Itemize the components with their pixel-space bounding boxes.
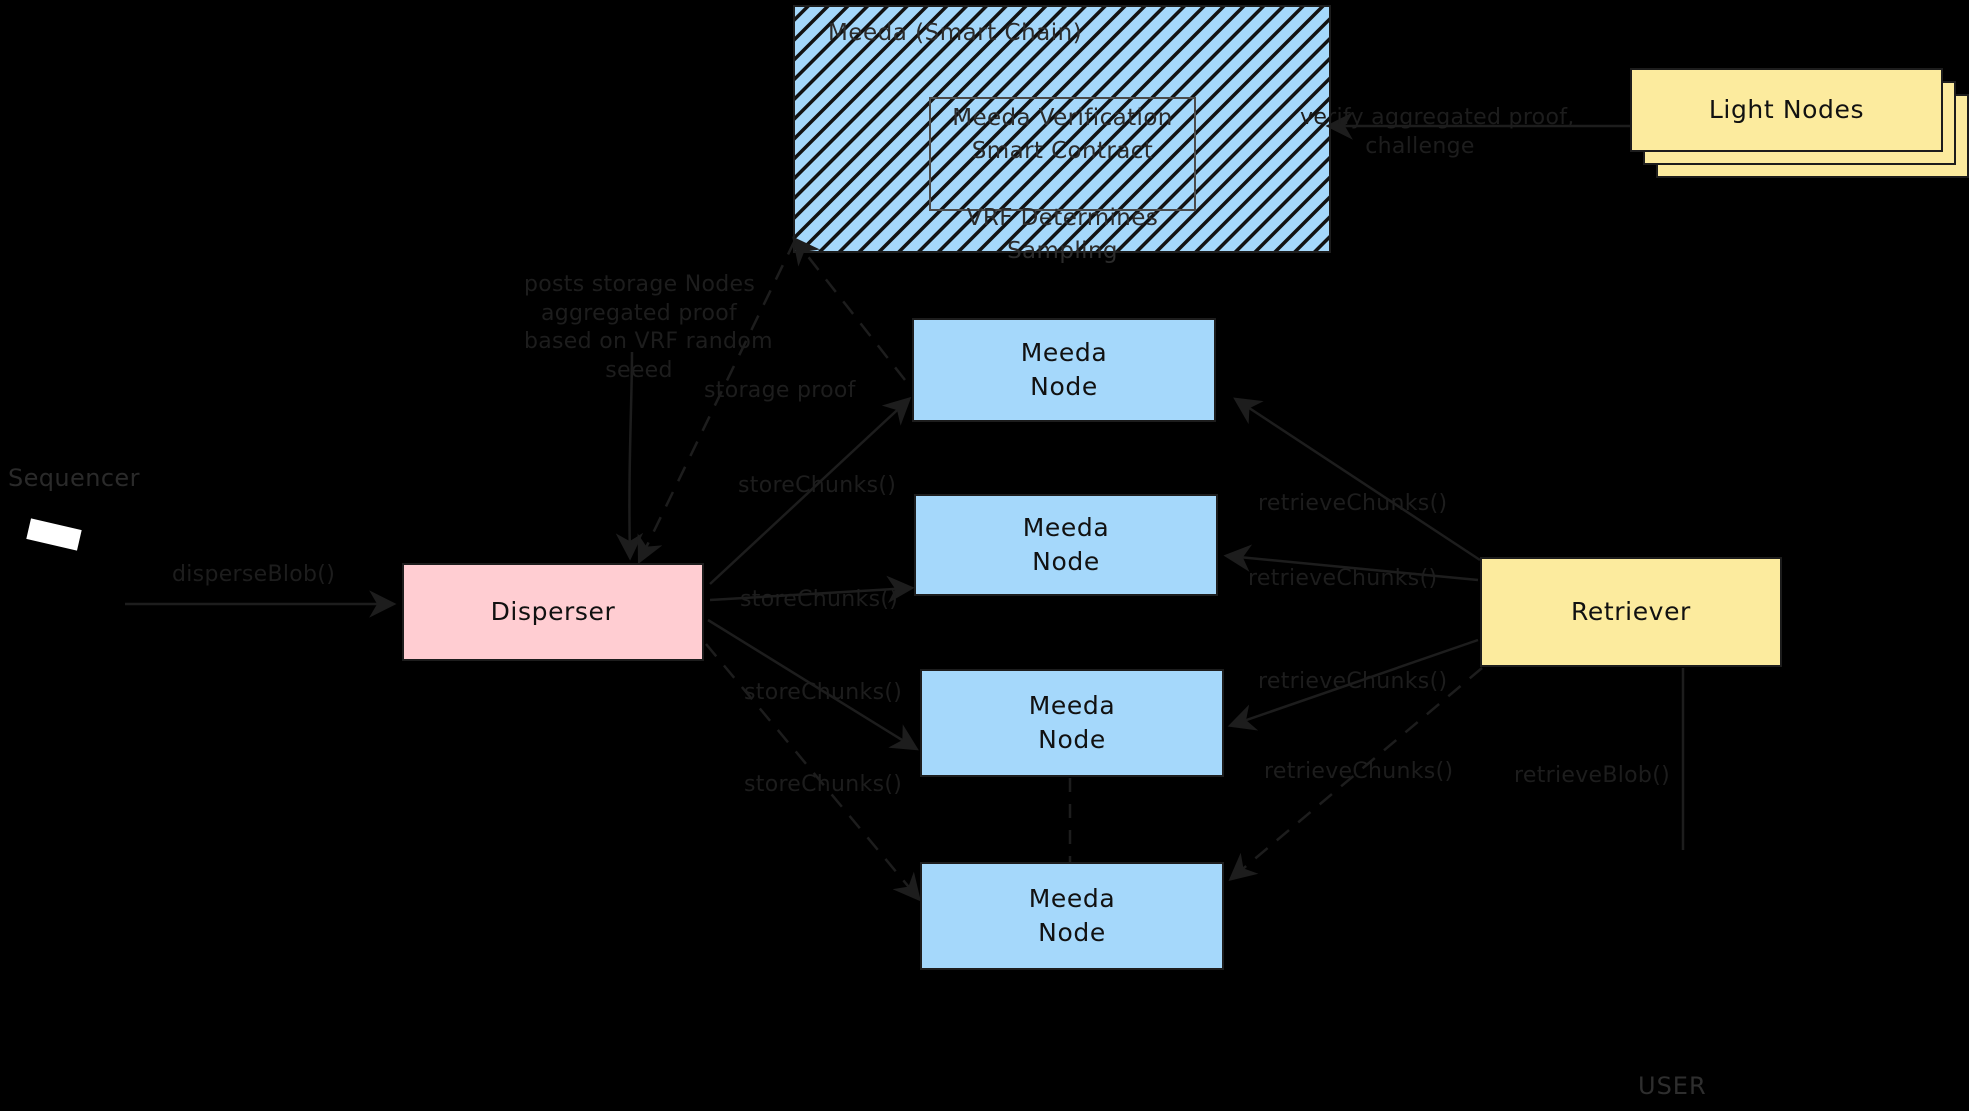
edge-label-retrieve-chunks-1: retrieveChunks()	[1258, 491, 1448, 516]
edge-retriever-to-node-1	[1233, 397, 1481, 562]
edge-disperser-to-node-1	[709, 396, 912, 585]
meeda-node-1[interactable]: Meeda Node	[912, 318, 1216, 422]
edge-label-retrieve-chunks-4: retrieveChunks()	[1264, 759, 1454, 784]
meeda-verification-contract-label: Meeda Verification Smart Contract VRF De…	[952, 105, 1173, 265]
edge-disperser-to-node-2	[709, 575, 915, 604]
edge-label-store-chunks-2: storeChunks()	[740, 587, 899, 612]
edge-storage-proof	[637, 236, 906, 565]
meeda-verification-contract-box	[929, 97, 1196, 211]
edge-label-retrieve-blob: retrieveBlob()	[1514, 763, 1670, 788]
edge-label-store-chunks-4: storeChunks()	[744, 772, 903, 797]
retriever-box[interactable]: Retriever	[1480, 557, 1782, 667]
user-label: USER	[1638, 1072, 1707, 1100]
meeda-smart-chain-title: Meeda (Smart Chain)	[828, 20, 1083, 46]
edge-retriever-to-node-2	[1223, 544, 1479, 582]
sequencer-label: Sequencer	[8, 464, 140, 492]
edge-disperser-to-node-3	[707, 618, 919, 751]
edge-retriever-to-node-3	[1227, 638, 1479, 731]
edge-label-storage-proof: storage proof	[704, 378, 856, 403]
meeda-node-4[interactable]: Meeda Node	[920, 862, 1224, 970]
light-nodes-label: Light Nodes	[1708, 95, 1865, 125]
meeda-node-2[interactable]: Meeda Node	[914, 494, 1218, 596]
meeda-node-3[interactable]: Meeda Node	[920, 669, 1224, 777]
retriever-label: Retriever	[1571, 597, 1691, 627]
disperser-label: Disperser	[490, 597, 616, 627]
edge-label-verify-aggregated-proof: verify aggregated proof, challenge	[1300, 105, 1575, 159]
meeda-smart-chain-box	[793, 5, 1331, 253]
edge-disperser-to-chain	[615, 351, 644, 561]
light-nodes-stack[interactable]: Light Nodes	[1630, 68, 1969, 178]
edge-label-retrieve-chunks-2: retrieveChunks()	[1248, 566, 1438, 591]
edge-label-retrieve-chunks-3: retrieveChunks()	[1258, 669, 1448, 694]
disperser-box[interactable]: Disperser	[402, 563, 704, 661]
light-nodes-card-front[interactable]: Light Nodes	[1630, 68, 1943, 152]
edge-label-store-chunks-3: storeChunks()	[744, 680, 903, 705]
edge-label-disperse-blob: disperseBlob()	[172, 562, 336, 587]
edge-label-posts-storage-nodes: posts storage Nodes aggregated proof bas…	[524, 272, 773, 383]
edge-label-store-chunks-1: storeChunks()	[738, 473, 897, 498]
